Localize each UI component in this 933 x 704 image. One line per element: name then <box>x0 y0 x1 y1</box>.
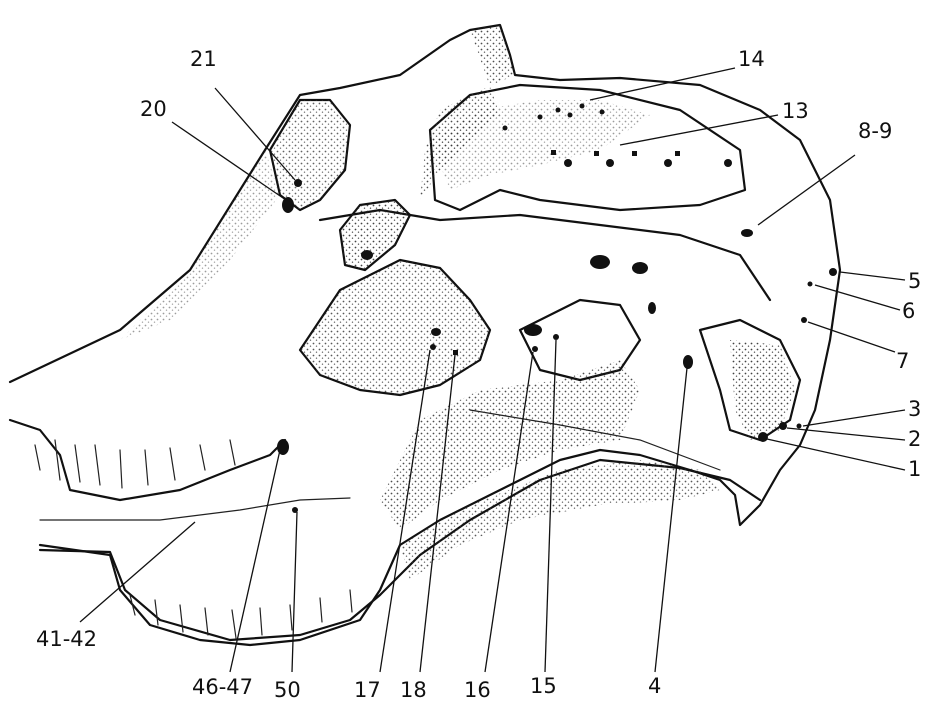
label-20: 20 <box>140 97 167 121</box>
label-3: 3 <box>908 397 921 421</box>
shading <box>120 25 795 580</box>
label-46-47: 46-47 <box>192 675 253 699</box>
label-1: 1 <box>908 457 921 481</box>
label-7: 7 <box>896 349 909 373</box>
label-21: 21 <box>190 47 217 71</box>
label-4: 4 <box>648 674 661 698</box>
label-6: 6 <box>902 299 915 323</box>
label-2: 2 <box>908 427 921 451</box>
label-16: 16 <box>464 678 491 702</box>
label-8-9: 8-9 <box>858 119 892 143</box>
label-5: 5 <box>908 269 921 293</box>
label-41-42: 41-42 <box>36 627 97 651</box>
label-13: 13 <box>782 99 809 123</box>
label-18: 18 <box>400 678 427 702</box>
label-14: 14 <box>738 47 765 71</box>
label-50: 50 <box>274 678 301 702</box>
label-17: 17 <box>354 678 381 702</box>
label-15: 15 <box>530 674 557 698</box>
